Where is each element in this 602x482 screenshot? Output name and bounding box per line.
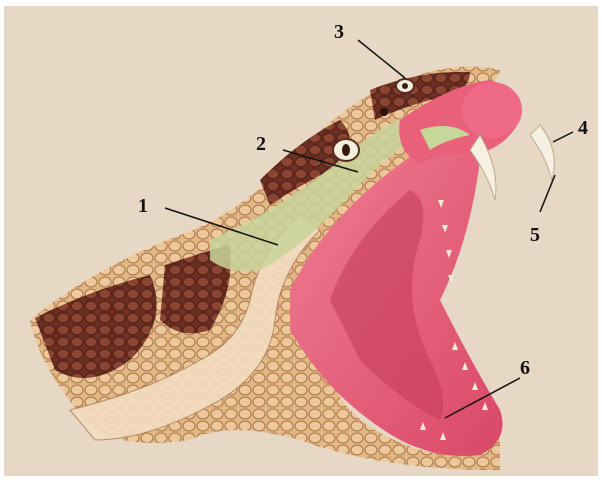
label-2: 2 — [256, 134, 266, 154]
label-1: 1 — [138, 196, 148, 216]
label-4: 4 — [578, 118, 588, 138]
label-6: 6 — [520, 358, 530, 378]
eye-pupil — [342, 144, 350, 156]
nostril-center — [402, 83, 408, 89]
label-5: 5 — [530, 225, 540, 245]
snout-tip — [462, 82, 522, 138]
label-3: 3 — [334, 22, 344, 42]
heat-pit — [380, 108, 388, 116]
